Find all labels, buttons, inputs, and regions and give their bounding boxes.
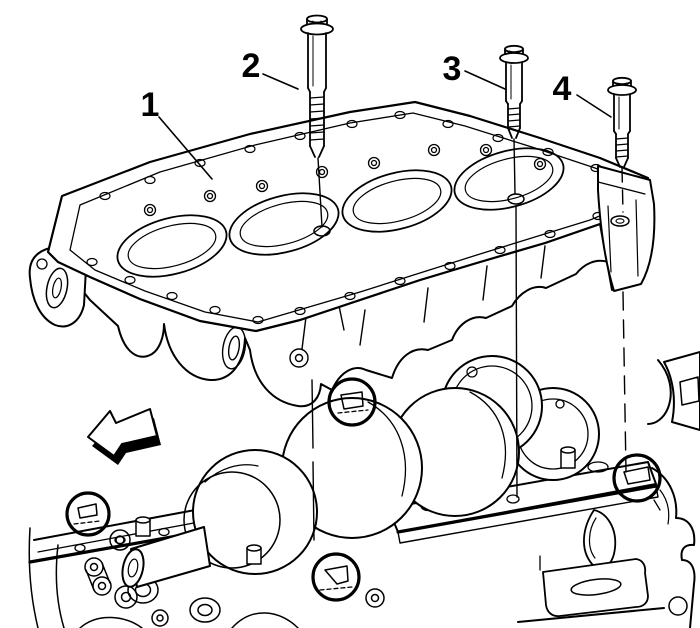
callout-2-label: 2 (242, 47, 261, 85)
leader-line-3 (464, 70, 506, 90)
callout-leaders (158, 70, 612, 180)
callout-4-label: 4 (553, 70, 572, 108)
alignment-circle-bottom (311, 552, 361, 602)
bolt-hole-3 (507, 193, 525, 205)
alignment-circle-rear (612, 453, 662, 503)
engine-block-and-crankshaft (28, 351, 700, 628)
bolt-projection-lines (311, 138, 627, 541)
tie-plate-corner-post (597, 165, 656, 292)
bolt-4 (607, 76, 637, 168)
alignment-stud (135, 446, 576, 565)
tie-plate-top-surface (46, 100, 652, 333)
block-rear-flange (517, 351, 700, 628)
callout-1-label: 1 (141, 86, 160, 124)
bolt-2 (300, 14, 334, 158)
bolt-3 (499, 44, 529, 139)
deck-bolt-bosses (143, 143, 547, 217)
bearing-cap-tie-plate (28, 100, 656, 408)
leader-line-2 (262, 73, 299, 90)
callout-3-label: 3 (443, 50, 462, 88)
leader-line-4 (576, 94, 612, 118)
alignment-circle-top (327, 377, 377, 427)
flange-rim-holes (86, 110, 634, 325)
tie-plate-skirt (57, 223, 613, 408)
direction-arrow-icon (87, 408, 161, 465)
alignment-circle-front (65, 491, 111, 537)
leader-line-1 (158, 116, 213, 180)
alignment-highlight-circles (65, 377, 662, 602)
crankshaft (121, 355, 600, 588)
